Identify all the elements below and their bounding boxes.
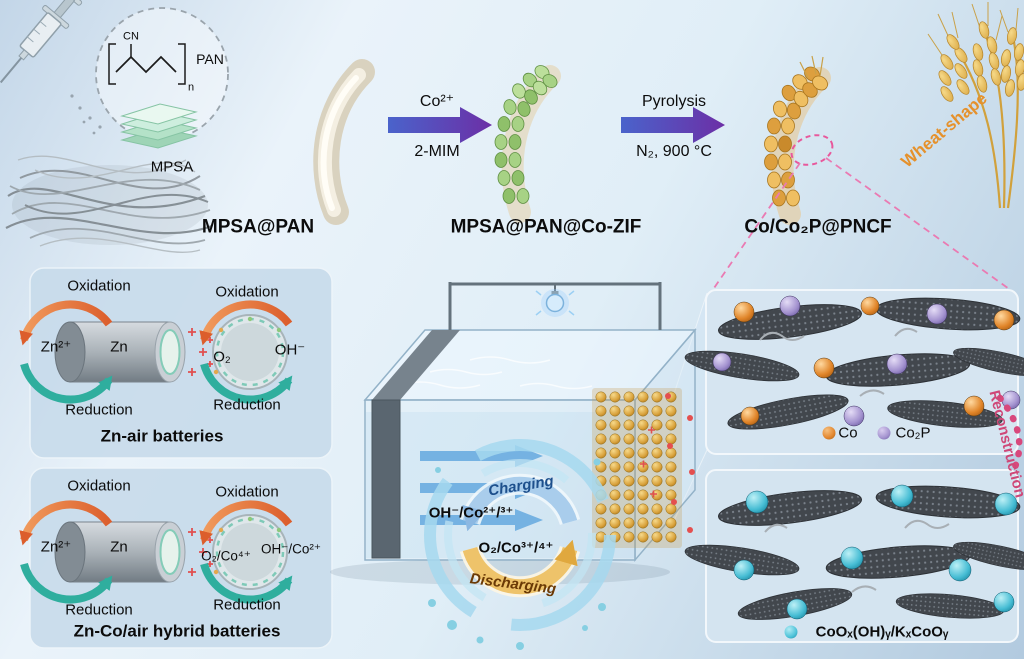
co2p-legend-dot — [877, 426, 891, 440]
co-legend-label: Co — [838, 424, 858, 442]
zncoair-o2-couple: O₂/Co⁴⁺ — [201, 548, 251, 564]
mpsa-sheets — [120, 103, 198, 149]
arrow2-reagent-bottom: N₂, 900 °C — [636, 143, 712, 160]
zncoair-oxidation-right: Oxidation — [215, 483, 279, 501]
zncoair-zn-ion: Zn²⁺ — [40, 538, 72, 556]
fiber-pncf — [764, 55, 831, 225]
coox-legend-label: CoOₓ(OH)ᵧ/KₓCoOᵧ — [815, 623, 949, 641]
light-bulb-icon — [545, 293, 565, 313]
zncoair-title: Zn-Co/air hybrid batteries — [73, 621, 281, 641]
arrow2-reagent-top: Pyrolysis — [641, 93, 707, 110]
pristine-structure-panel — [682, 289, 1024, 455]
zncoair-zn: Zn — [110, 538, 128, 556]
co2p-spheres — [712, 295, 1021, 427]
zncoair-reduction-right: Reduction — [213, 596, 281, 614]
co-spheres — [733, 296, 1015, 426]
coox-legend-dot — [784, 625, 798, 639]
anion-couple-label: OH⁻/Co²⁺/³⁺ — [428, 504, 514, 522]
znair-reduction-left: Reduction — [65, 401, 133, 419]
znair-oh: OH⁻ — [274, 341, 306, 359]
wheat-ears — [927, 2, 1024, 209]
znair-zn-ion: Zn²⁺ — [40, 338, 72, 356]
cation-couple-label: O₂/Co³⁺/⁴⁺ — [478, 539, 554, 557]
znair-oxidation-right: Oxidation — [215, 283, 279, 301]
znair-zn: Zn — [110, 338, 128, 356]
fiber-mpsa-pan — [313, 59, 375, 225]
reaction-arrow-2 — [621, 107, 725, 143]
nanofiber-mat — [5, 155, 213, 253]
zoom-connector — [711, 134, 1013, 292]
charge-discharge-swirl — [424, 439, 616, 650]
arrow1-reagent-top: Co²⁺ — [419, 93, 455, 110]
zncoair-oxidation-left: Oxidation — [67, 477, 131, 495]
coox-spheres — [733, 484, 1018, 620]
znair-title: Zn-air batteries — [100, 426, 224, 446]
pan-structure-inset — [95, 7, 229, 141]
arrow1-reagent-bottom: 2-MIM — [414, 143, 460, 160]
cathode-electrode — [592, 388, 682, 548]
cn-label: CN — [123, 30, 139, 43]
discharging-arrow — [462, 539, 578, 595]
lamp-frame — [448, 282, 662, 330]
zncoair-reduction-left: Reduction — [65, 601, 133, 619]
step1-label: MPSA@PAN — [201, 216, 315, 238]
electrospray-dots — [70, 94, 102, 135]
znair-o2: O₂ — [213, 348, 231, 366]
pan-label: PAN — [196, 51, 224, 67]
co2p-legend-label: Co₂P — [895, 424, 931, 442]
co-legend-dot — [822, 426, 836, 440]
oxygen-particles — [665, 393, 695, 533]
zncoair-oh-couple: OH⁻/Co²⁺ — [260, 541, 322, 557]
syringe-icon — [0, 0, 83, 84]
fiber-co-zif — [494, 65, 561, 223]
water-droplets — [428, 458, 606, 650]
charging-arrow — [462, 476, 578, 532]
repeat-n-label: n — [187, 81, 195, 94]
reconstructed-structure-panel — [682, 469, 1024, 643]
znair-oxidation-left: Oxidation — [67, 277, 131, 295]
znair-reduction-right: Reduction — [213, 396, 281, 414]
reaction-arrow-1 — [388, 107, 492, 143]
step3-label: Co/Co₂P@PNCF — [744, 216, 892, 238]
mpsa-label: MPSA — [150, 158, 194, 176]
step2-label: MPSA@PAN@Co-ZIF — [450, 216, 642, 238]
